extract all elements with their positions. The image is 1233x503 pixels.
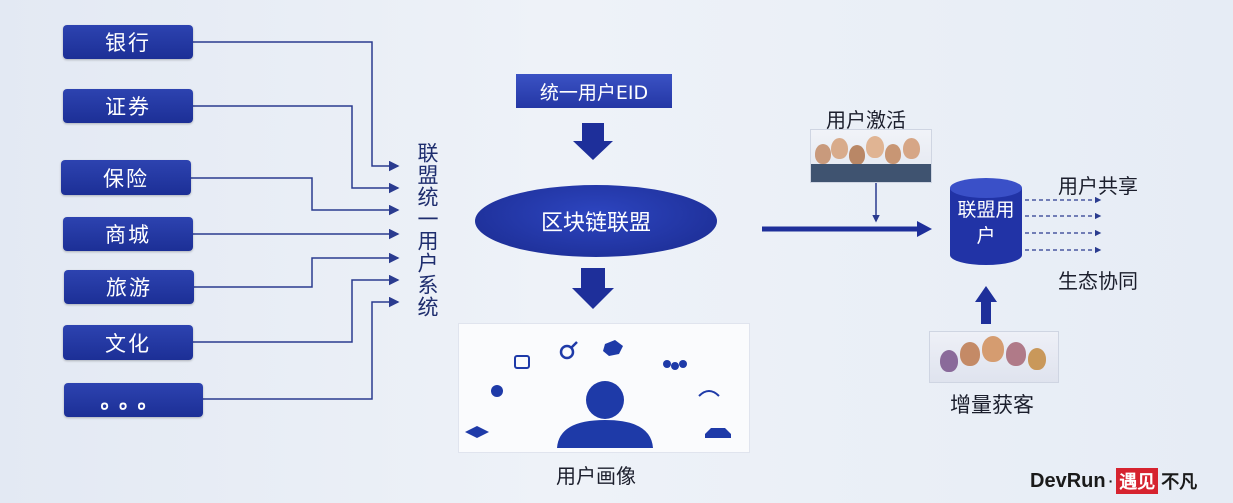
ecology-label: 生态协同: [1058, 269, 1138, 293]
money-bag-icon: [491, 385, 503, 397]
id-card-icon: [514, 355, 530, 369]
down-arrow-2: [572, 268, 614, 309]
blockchain-alliance: 区块链联盟: [475, 185, 717, 257]
eid-label: 统一用户EID: [516, 74, 672, 108]
source-mall: 商城: [63, 217, 193, 251]
alliance-user-database: [950, 178, 1022, 265]
link-culture: [193, 274, 400, 343]
acquisition-crowd-photo: [929, 331, 1059, 383]
graduation-cap-icon: [465, 426, 489, 438]
portrait-illustration: [465, 340, 731, 448]
activation-label: 用户激活: [826, 108, 906, 132]
source-culture: 文化: [63, 325, 193, 360]
car-icon: [705, 428, 731, 438]
source-securities: 证券: [63, 89, 193, 123]
link-etc: [203, 296, 400, 400]
source-bank: 银行: [63, 25, 193, 59]
alliance-system-label: 联盟统一用户系统: [415, 142, 439, 318]
gender-icon: [559, 344, 575, 360]
source-travel: 旅游: [64, 270, 194, 304]
person-body-icon: [557, 420, 653, 448]
link-bank: [193, 41, 400, 172]
baby-icon: [698, 390, 720, 397]
source-insurance: 保险: [61, 160, 191, 195]
up-arrow: [975, 286, 997, 324]
activation-crowd-photo: [810, 129, 932, 183]
share-label: 用户共享: [1058, 174, 1138, 198]
user-portrait-panel: [458, 323, 750, 453]
alliance-user-label: 联盟用户: [957, 199, 1015, 247]
acquisition-label: 增量获客: [950, 393, 1034, 417]
brand-badge: 遇见: [1116, 468, 1159, 494]
brand-name: DevRun: [1030, 469, 1106, 492]
portrait-label: 用户画像: [556, 464, 636, 488]
devrun-logo: DevRun · 遇见 不凡: [1030, 468, 1198, 494]
link-insurance: [191, 177, 400, 216]
social-icon: [663, 360, 671, 368]
person-head-icon: [586, 381, 624, 419]
blockchain-text: 区块链联盟: [540, 211, 651, 236]
link-travel: [194, 252, 400, 288]
down-arrow-1: [573, 123, 613, 160]
brand-suffix: 不凡: [1161, 472, 1198, 492]
map-icon: [603, 340, 623, 356]
link-securities: [193, 105, 400, 194]
source-etc: 。。。: [64, 383, 203, 417]
